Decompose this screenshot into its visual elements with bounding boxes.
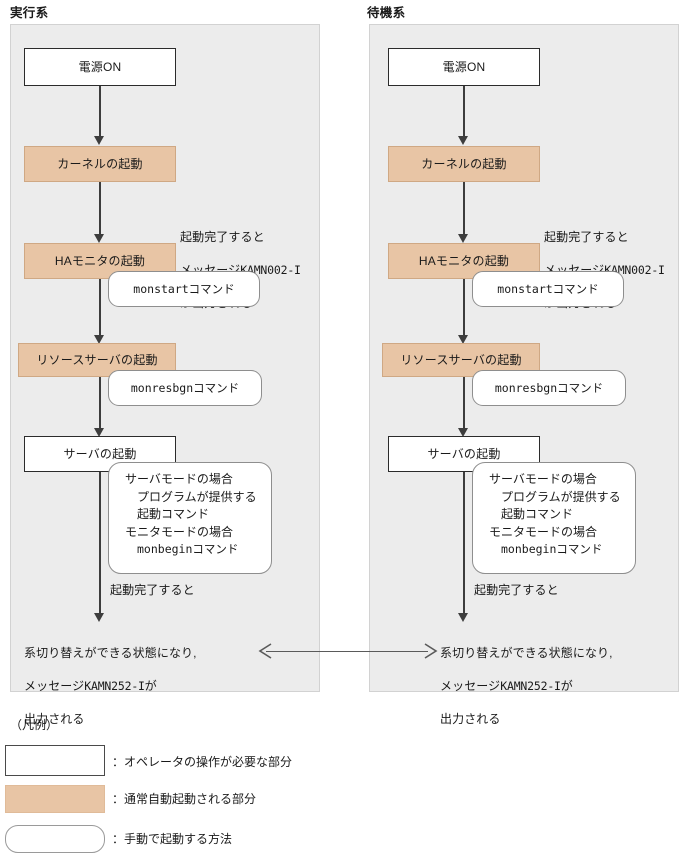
server-mode-line-4: モニタモードの場合	[125, 524, 234, 539]
final-line-1: 系切り替えができる状態になり,	[24, 645, 197, 660]
server-mode-line-3: 起動コマンド	[501, 507, 574, 521]
command-label: monresbgnコマンド	[494, 380, 604, 395]
node-kernel-start-standby[interactable]: カーネルの起動	[388, 146, 540, 182]
connector-server-to-final-standby	[463, 472, 465, 617]
final-line-2-suffix: が	[560, 678, 573, 693]
server-mode-line-2: プログラムが提供する	[501, 489, 621, 504]
note-final-state-active: 系切り替えができる状態になり, メッセージKAMN252-Iが 出力される	[24, 628, 197, 727]
node-power-on-active[interactable]: 電源ON	[24, 48, 176, 86]
arrowhead-resource-active	[94, 335, 104, 344]
connector-kernel-to-hamonitor-standby	[463, 182, 465, 238]
node-label: カーネルの起動	[421, 157, 507, 171]
arrowhead-hamonitor-active	[94, 234, 104, 243]
node-kernel-start-active[interactable]: カーネルの起動	[24, 146, 176, 182]
command-box-server-modes-standby[interactable]: サーバモードの場合 プログラムが提供する 起動コマンド モニタモードの場合 mo…	[472, 462, 636, 574]
note-line-1: 起動完了すると	[544, 229, 629, 244]
connector-server-to-final-active	[99, 472, 101, 617]
legend-swatch-manual-method	[5, 825, 105, 853]
node-label: リソースサーバの起動	[400, 353, 522, 367]
note-final-state-standby: 系切り替えができる状態になり, メッセージKAMN252-Iが 出力される	[440, 628, 613, 727]
connector-hamonitor-to-resource-standby	[463, 279, 465, 339]
node-label: 電源ON	[78, 60, 122, 74]
legend-label-manual-operation: ：オペレータの操作が必要な部分	[112, 755, 293, 769]
legend-title: （凡例）	[10, 718, 59, 732]
connector-resource-to-server-standby	[463, 377, 465, 432]
command-box-monresbgn-standby[interactable]: monresbgnコマンド	[472, 370, 626, 406]
legend-label-auto-start: ：通常自動起動される部分	[112, 792, 257, 806]
command-box-server-modes-active[interactable]: サーバモードの場合 プログラムが提供する 起動コマンド モニタモードの場合 mo…	[108, 462, 272, 574]
arrowhead-resource-standby	[458, 335, 468, 344]
message-code: KAMN252-I	[500, 678, 561, 693]
panel-title-standby: 待機系	[367, 6, 406, 20]
server-mode-line-2: プログラムが提供する	[137, 489, 257, 504]
connector-power-to-kernel-standby	[463, 86, 465, 140]
node-power-on-standby[interactable]: 電源ON	[388, 48, 540, 86]
legend-swatch-manual-operation	[5, 745, 105, 776]
node-label: 電源ON	[442, 60, 486, 74]
node-label: サーバの起動	[427, 447, 501, 461]
node-label: カーネルの起動	[57, 157, 143, 171]
node-server-start-standby[interactable]: サーバの起動	[388, 436, 540, 472]
final-line-3: 出力される	[24, 711, 85, 726]
final-line-2-prefix: メッセージ	[24, 678, 85, 693]
server-mode-line-4: モニタモードの場合	[489, 524, 598, 539]
arrowhead-left-link-icon	[258, 643, 272, 659]
connector-resource-to-server-active	[99, 377, 101, 432]
command-label: monstartコマンド	[497, 281, 599, 296]
legend-label-manual-method: ：手動で起動する方法	[112, 832, 233, 846]
link-between-systems	[266, 651, 428, 653]
final-line-1: 系切り替えができる状態になり,	[440, 645, 613, 660]
server-mode-line-5: monbeginコマンド	[501, 542, 603, 556]
arrowhead-kernel-standby	[458, 136, 468, 145]
arrowhead-server-active	[94, 428, 104, 437]
node-label: HAモニタの起動	[418, 254, 510, 268]
command-box-monresbgn-active[interactable]: monresbgnコマンド	[108, 370, 262, 406]
node-label: サーバの起動	[63, 447, 137, 461]
node-label: HAモニタの起動	[54, 254, 146, 268]
arrowhead-right-link-icon	[424, 643, 438, 659]
arrowhead-hamonitor-standby	[458, 234, 468, 243]
server-mode-line-1: サーバモードの場合	[489, 472, 597, 486]
node-ha-monitor-start-standby[interactable]: HAモニタの起動	[388, 243, 540, 279]
server-mode-line-5: monbeginコマンド	[137, 542, 239, 556]
arrowhead-final-standby	[458, 613, 468, 622]
command-label: monresbgnコマンド	[130, 380, 240, 395]
server-mode-line-3: 起動コマンド	[137, 507, 210, 521]
final-line-3: 出力される	[440, 711, 501, 726]
panel-title-active: 実行系	[10, 6, 49, 20]
note-line-1: 起動完了すると	[180, 229, 265, 244]
node-ha-monitor-start-active[interactable]: HAモニタの起動	[24, 243, 176, 279]
command-box-monstart-standby[interactable]: monstartコマンド	[472, 271, 624, 307]
legend-swatch-auto-start	[5, 785, 105, 813]
command-label: monstartコマンド	[133, 281, 235, 296]
arrowhead-final-active	[94, 613, 104, 622]
arrowhead-kernel-active	[94, 136, 104, 145]
note-startup-complete-standby: 起動完了すると	[474, 583, 559, 597]
connector-power-to-kernel-active	[99, 86, 101, 140]
message-code: KAMN252-I	[84, 678, 145, 693]
note-startup-complete-active: 起動完了すると	[110, 583, 195, 597]
node-label: リソースサーバの起動	[36, 353, 158, 367]
final-line-2-prefix: メッセージ	[440, 678, 501, 693]
arrowhead-server-standby	[458, 428, 468, 437]
connector-kernel-to-hamonitor-active	[99, 182, 101, 238]
server-mode-line-1: サーバモードの場合	[125, 472, 233, 486]
final-line-2-suffix: が	[144, 678, 157, 693]
connector-hamonitor-to-resource-active	[99, 279, 101, 339]
command-box-monstart-active[interactable]: monstartコマンド	[108, 271, 260, 307]
